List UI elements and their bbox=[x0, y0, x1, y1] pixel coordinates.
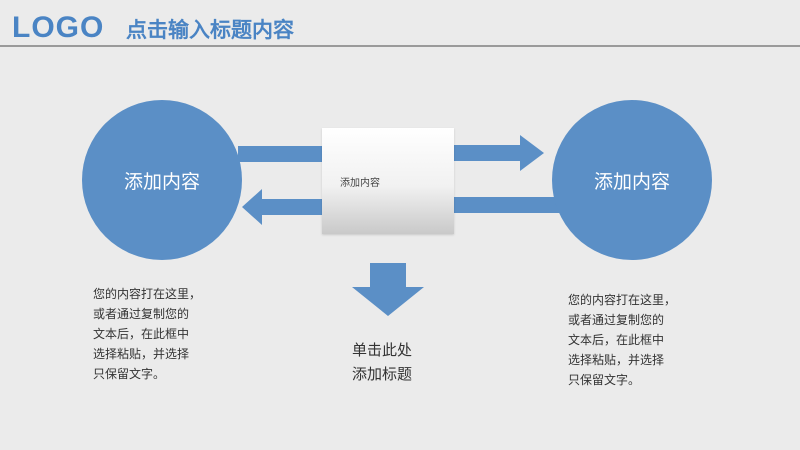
header-divider bbox=[0, 45, 800, 47]
left-circle-label: 添加内容 bbox=[123, 170, 200, 193]
slide-title[interactable]: 点击输入标题内容 bbox=[126, 18, 294, 42]
arrow-right-top-right bbox=[454, 135, 544, 171]
arrow-right-top-left bbox=[238, 146, 322, 162]
arrow-down bbox=[352, 263, 424, 316]
arrow-left-bottom-left bbox=[242, 189, 322, 225]
logo: LOGO bbox=[12, 11, 105, 44]
center-box[interactable]: 添加内容 bbox=[322, 128, 454, 234]
left-description[interactable]: 您的内容打在这里， 或者通过复制您的 文本后，在此框中 选择粘贴，并选择 只保留… bbox=[93, 287, 202, 381]
right-description[interactable]: 您的内容打在这里， 或者通过复制您的 文本后，在此框中 选择粘贴，并选择 只保留… bbox=[568, 293, 677, 387]
center-box-label: 添加内容 bbox=[340, 178, 380, 189]
right-circle[interactable]: 添加内容 bbox=[552, 100, 712, 260]
right-circle-label: 添加内容 bbox=[593, 170, 670, 193]
bottom-title-placeholder[interactable]: 单击此处 添加标题 bbox=[352, 341, 413, 383]
left-circle[interactable]: 添加内容 bbox=[82, 100, 242, 260]
arrow-band-bottom-right bbox=[454, 197, 560, 213]
